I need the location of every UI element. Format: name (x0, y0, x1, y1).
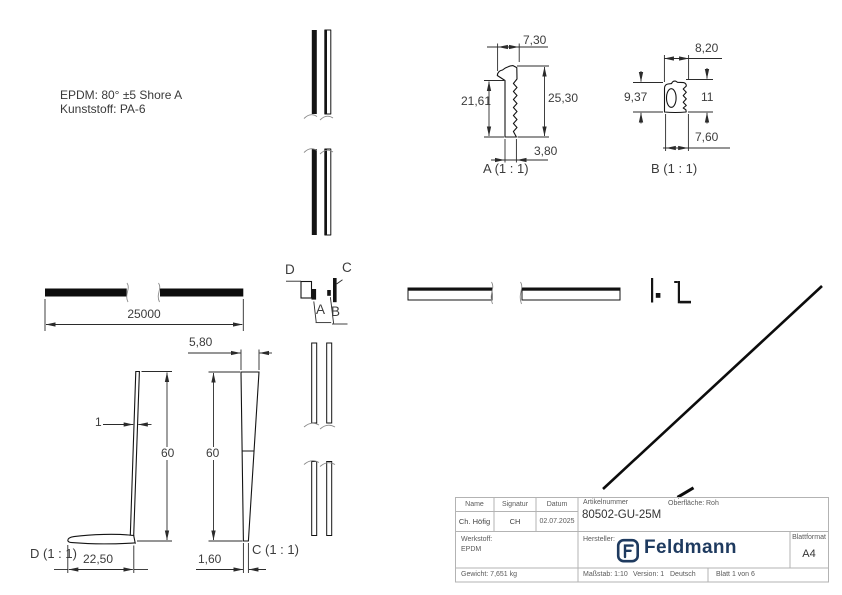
detail-c-profile (240, 371, 260, 542)
tb-footer-version: Version: 1 (633, 570, 665, 578)
tb-value-artikelnummer: 80502-GU-25M (582, 508, 662, 521)
dim-b-top: 8,20 (695, 41, 719, 55)
diagonal-profile-line (602, 285, 823, 499)
detail-b-label: B (1 : 1) (651, 161, 698, 176)
tb-header-datum: Datum (546, 500, 568, 508)
dim-d-thickness: 1 (95, 415, 102, 429)
dim-b-bottom: 7,60 (695, 130, 719, 144)
feldmann-logo-text: Feldmann (644, 537, 737, 558)
tb-header-werkstoff: Werkstoff: (461, 535, 493, 543)
detail-d-label: D (1 : 1) (30, 546, 77, 561)
dim-a-left: 21,61 (461, 94, 492, 108)
dim-c-height: 60 (204, 446, 222, 461)
detail-b-dimensions (633, 55, 730, 151)
detail-a-dimensions (484, 43, 549, 163)
title-block-grid (455, 497, 829, 583)
detail-a-label: A (1 : 1) (483, 161, 529, 176)
dim-a-top: 7,30 (523, 33, 547, 47)
section-marker-c-label: C (342, 260, 352, 275)
dim-a-right: 25,30 (548, 91, 579, 105)
tb-value-blattformat: A4 (802, 548, 816, 560)
section-marker-d-label: D (285, 262, 295, 277)
dim-c-bottom: 1,60 (198, 552, 222, 566)
profile-top-view (407, 281, 621, 305)
dim-a-bottom: 3,80 (534, 144, 558, 158)
section-marker-b-label: B (331, 304, 341, 319)
material-note-line1: EPDM: 80° ±5 Shore A (60, 88, 183, 102)
profile-side-view-top (303, 29, 334, 236)
section-markers (286, 278, 348, 325)
tb-value-datum: 02.07.2025 (539, 518, 575, 525)
break-marks (303, 114, 334, 155)
tb-value-werkstoff: EPDM (461, 545, 482, 553)
dim-d-height: 60 (159, 446, 177, 461)
tb-header-blattformat: Blattformat (792, 533, 826, 541)
tb-value-signatur: CH (509, 516, 521, 526)
tb-footer-blatt: Blatt 1 von 6 (716, 570, 755, 578)
tb-header-oberflaeche: Oberfläche: (668, 500, 705, 507)
dim-length-25000: 25000 (127, 307, 161, 321)
section-marker-a-label: A (316, 302, 326, 317)
tb-value-oberflaeche: Roh (706, 500, 719, 507)
profile-side-view-bottom (303, 342, 336, 536)
tb-header-signatur: Signatur (501, 500, 529, 508)
dim-d-bottom: 22,50 (83, 552, 114, 566)
tb-header-name: Name (465, 500, 484, 508)
profile-front-view (45, 282, 244, 303)
detail-d-profile (67, 370, 140, 545)
length-dimension-lines (44, 299, 244, 331)
tb-value-name: Ch. Höfig (458, 516, 491, 526)
dim-b-left: 9,37 (624, 90, 648, 104)
feldmann-logo-icon (616, 538, 640, 563)
tb-footer-massstab: Maßstab: 1:10 (583, 570, 628, 578)
detail-b-profile (663, 80, 687, 114)
detail-a-profile (496, 65, 518, 138)
tb-footer-sprache: Deutsch (670, 570, 696, 578)
detail-c-dimensions (188, 349, 272, 573)
tb-header-artikelnummer: Artikelnummer (583, 499, 629, 506)
dim-b-right: 11 (701, 90, 714, 104)
feldmann-logo: Feldmann (616, 537, 796, 565)
tb-footer-gewicht: Gewicht: 7,651 kg (461, 570, 518, 578)
detail-c-label: C (1 : 1) (252, 542, 299, 557)
end-view-d (674, 281, 691, 304)
dim-c-top: 5,80 (189, 335, 213, 349)
end-view-c (651, 278, 661, 303)
tb-header-hersteller: Hersteller: (583, 536, 615, 543)
material-note-line2: Kunststoff: PA-6 (60, 102, 146, 116)
